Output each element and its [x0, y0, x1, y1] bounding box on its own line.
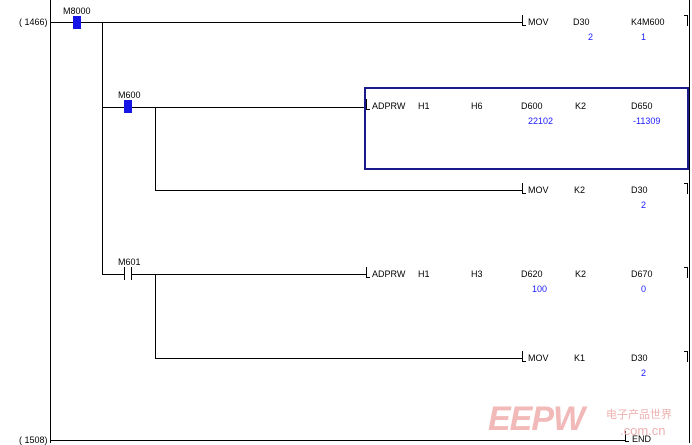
instruction-bracket-left: [522, 183, 526, 194]
monitor-value: 2: [641, 200, 647, 210]
operand: D650: [631, 101, 653, 111]
instruction-bracket-right: [684, 15, 688, 26]
monitor-value: -11309: [633, 116, 661, 126]
contact-m601[interactable]: [124, 267, 132, 280]
watermark-tagline: 电子产品世界: [606, 408, 672, 421]
monitor-value: 2: [641, 368, 647, 378]
step-number: ( 1508): [19, 435, 48, 445]
instruction-bracket-right: [684, 183, 688, 194]
branch-wire: [102, 22, 103, 274]
instruction-bracket-right: [684, 351, 688, 362]
contact-label: M601: [118, 257, 141, 267]
contact-label: M8000: [63, 6, 91, 16]
monitor-value: 1: [641, 32, 647, 42]
instruction-bracket-left: [625, 431, 629, 442]
operand: H6: [471, 101, 483, 111]
instruction-bracket-left: [366, 99, 370, 110]
step-number: ( 1466): [19, 17, 48, 27]
rung-wire: [132, 107, 366, 108]
operand: K1: [574, 353, 586, 363]
editor-cursor[interactable]: [364, 87, 689, 170]
monitor-value: 100: [532, 284, 548, 294]
rung-wire: [155, 358, 522, 359]
operand: D30: [631, 353, 648, 363]
operand: D30: [573, 17, 590, 27]
instruction-bracket-left: [522, 15, 526, 26]
instruction-op: ADPRW: [372, 101, 406, 111]
operand: H1: [418, 269, 430, 279]
rung-wire: [155, 190, 522, 191]
instruction-bracket-right: [684, 267, 688, 278]
rung-wire: [50, 22, 73, 23]
instruction-op: MOV: [528, 353, 549, 363]
contact-m600[interactable]: [124, 100, 132, 113]
instruction-op: MOV: [528, 17, 549, 27]
operand: K4M600: [631, 17, 665, 27]
watermark-brand: EEPW: [488, 400, 585, 438]
instruction-op: END: [632, 434, 652, 444]
operand: K2: [574, 185, 586, 195]
rung-wire: [81, 22, 522, 23]
instruction-op: MOV: [528, 185, 549, 195]
rung-wire: [102, 274, 124, 275]
operand: K2: [575, 101, 587, 111]
right-power-rail: [689, 0, 690, 443]
operand: H3: [471, 269, 483, 279]
monitor-value: 0: [641, 284, 647, 294]
operand: D600: [521, 101, 543, 111]
operand: D30: [631, 185, 648, 195]
operand: D670: [631, 269, 653, 279]
contact-m8000[interactable]: [73, 16, 81, 29]
operand: D620: [521, 269, 543, 279]
operand: H1: [418, 101, 430, 111]
branch-wire: [155, 274, 156, 358]
watermark-url: .com.cn: [620, 423, 666, 438]
monitor-value: 2: [588, 32, 594, 42]
rung-wire: [132, 274, 366, 275]
rung-wire: [102, 107, 124, 108]
contact-label: M600: [118, 90, 141, 100]
monitor-value: 22102: [528, 116, 554, 126]
instruction-op: ADPRW: [372, 269, 406, 279]
branch-wire: [155, 107, 156, 190]
rung-wire: [50, 440, 625, 441]
instruction-bracket-left: [366, 267, 370, 278]
instruction-bracket-left: [522, 351, 526, 362]
left-power-rail: [50, 0, 51, 443]
operand: K2: [575, 269, 587, 279]
